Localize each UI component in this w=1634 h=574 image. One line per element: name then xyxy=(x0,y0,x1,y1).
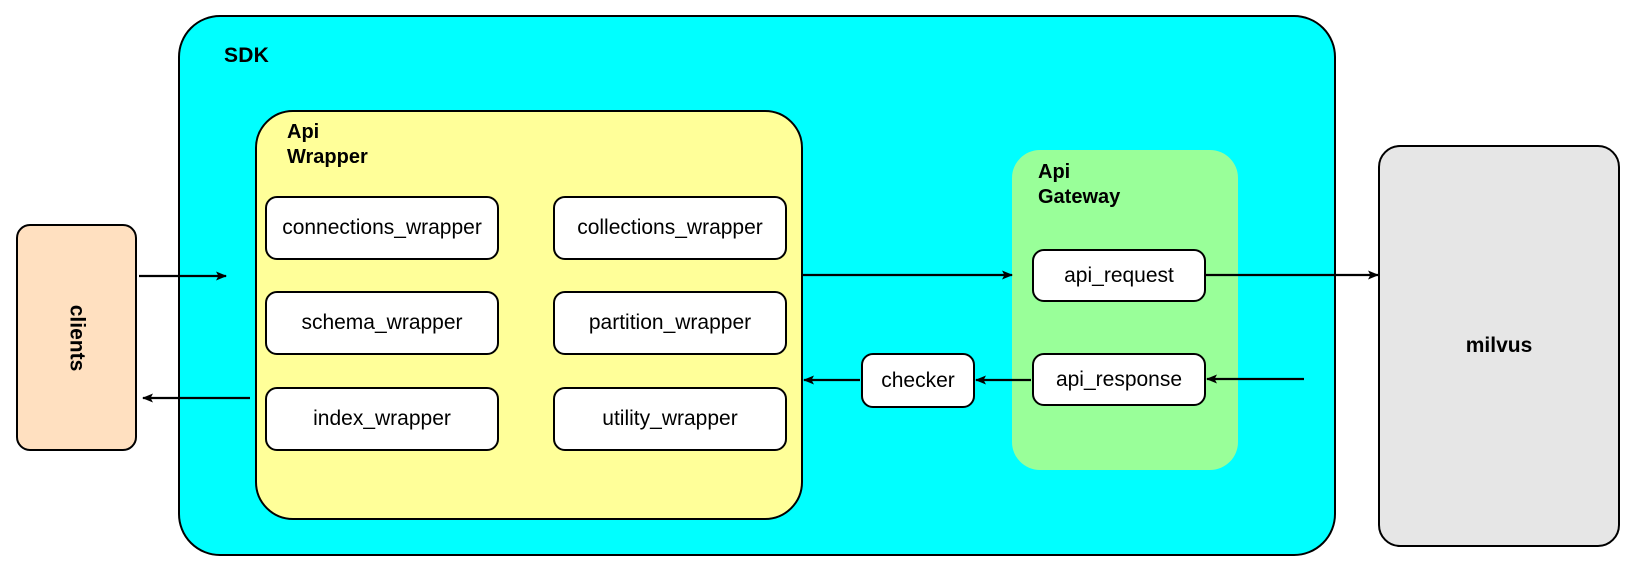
node-connections-wrapper[interactable]: connections_wrapper xyxy=(265,196,499,260)
container-api-gateway-label: Api Gateway xyxy=(1038,161,1121,208)
container-api-gateway: Api Gateway xyxy=(1012,150,1238,470)
node-collections-wrapper[interactable]: collections_wrapper xyxy=(553,196,787,260)
container-api-wrapper-label: Api Wrapper xyxy=(287,121,368,168)
node-schema-wrapper[interactable]: schema_wrapper xyxy=(265,291,499,355)
node-checker[interactable]: checker xyxy=(861,353,975,408)
node-milvus[interactable]: milvus xyxy=(1378,145,1620,547)
node-index-wrapper[interactable]: index_wrapper xyxy=(265,387,499,451)
node-utility-wrapper[interactable]: utility_wrapper xyxy=(553,387,787,451)
node-clients-label: clients xyxy=(65,304,89,371)
node-clients[interactable]: clients xyxy=(16,224,137,451)
node-api-request[interactable]: api_request xyxy=(1032,249,1206,302)
node-partition-wrapper[interactable]: partition_wrapper xyxy=(553,291,787,355)
container-sdk-label: SDK xyxy=(224,44,269,67)
node-api-response[interactable]: api_response xyxy=(1032,353,1206,406)
